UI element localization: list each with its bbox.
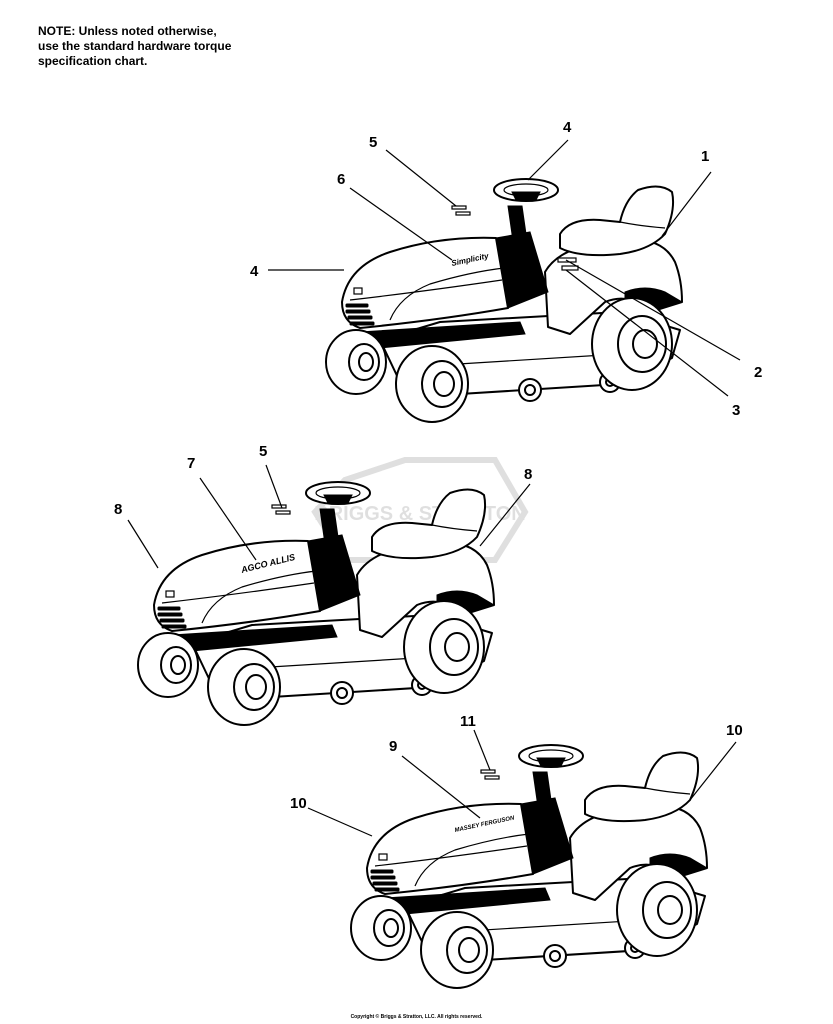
callout-m1-4-front: 4 <box>250 263 259 280</box>
callout-m3-11: 11 <box>460 713 476 730</box>
mower-2-illustration: AGCO ALLIS <box>137 481 495 726</box>
mower-3-callouts: 9 10 10 11 <box>290 713 743 837</box>
mower-1-illustration: Simplicity <box>325 178 683 423</box>
mower-3-illustration: MASSEY FERGUSON <box>350 744 708 989</box>
callout-m2-8-front: 8 <box>114 501 122 518</box>
callout-m1-5: 5 <box>369 134 377 151</box>
note-line-3: specification chart. <box>38 54 148 68</box>
callout-m3-9: 9 <box>389 738 397 755</box>
callout-m1-3: 3 <box>732 402 740 419</box>
callout-m2-5: 5 <box>259 443 267 460</box>
callout-m1-2: 2 <box>754 364 762 381</box>
copyright-notice: Copyright © Briggs & Stratton, LLC. All … <box>350 1014 483 1020</box>
callout-m1-4-steering: 4 <box>563 119 572 136</box>
note-line-2: use the standard hardware torque <box>38 39 232 53</box>
mower-2-callouts: 5 7 8 8 <box>114 443 532 569</box>
callout-m1-6: 6 <box>337 171 345 188</box>
mower-1-callouts: 1 2 3 4 4 5 6 <box>250 119 762 419</box>
callout-m1-1: 1 <box>701 148 709 165</box>
callout-m3-10-front: 10 <box>290 795 307 812</box>
note-line-1: NOTE: Unless noted otherwise, <box>38 24 217 38</box>
torque-note: NOTE: Unless noted otherwise, use the st… <box>38 24 231 69</box>
watermark-text: BRIGGS & STRATTON <box>314 503 525 525</box>
callout-m2-7: 7 <box>187 455 195 472</box>
callout-m3-10-rear: 10 <box>726 722 743 739</box>
callout-m2-8-rear: 8 <box>524 466 532 483</box>
